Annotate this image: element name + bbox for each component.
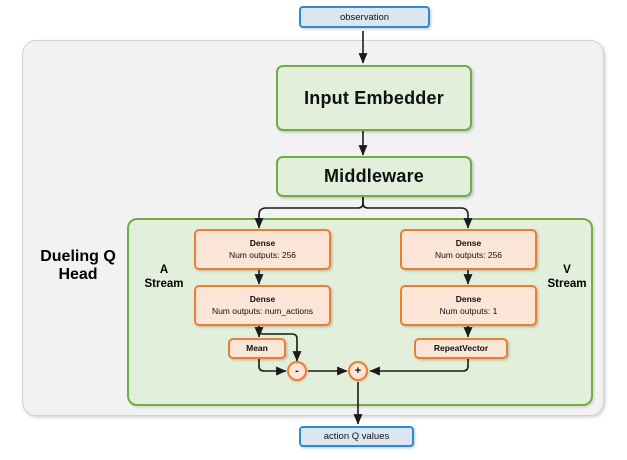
- input-embedder-label: Input Embedder: [304, 87, 444, 108]
- v-stream-label-line2: Stream: [547, 277, 587, 290]
- middleware-label: Middleware: [323, 166, 425, 186]
- a-stream-dense-actions-node[interactable]: Dense Num outputs: num_actions: [194, 285, 331, 326]
- repeat-vector-label: RepeatVector: [433, 342, 489, 353]
- edge-mean-to-minus: [258, 359, 287, 376]
- mean-node[interactable]: Mean: [228, 338, 286, 359]
- dueling-q-head-label: Dueling Q Head: [32, 248, 124, 285]
- action-q-values-label: action Q values: [323, 431, 390, 442]
- a-stream-dense-256-title: Dense: [249, 238, 276, 249]
- a-stream-label: A Stream: [137, 264, 191, 292]
- dueling-q-head-label-line1: Dueling Q: [40, 248, 116, 265]
- a-stream-dense-actions-title: Dense: [249, 294, 276, 305]
- edge-repeatvector-to-plus: [369, 359, 469, 376]
- repeat-vector-node[interactable]: RepeatVector: [414, 338, 508, 359]
- middleware-node[interactable]: Middleware: [276, 156, 472, 197]
- edge-a-dense-actions-to-minus: [258, 325, 302, 362]
- observation-node[interactable]: observation: [299, 6, 430, 28]
- add-operator-glyph: +: [354, 364, 362, 377]
- v-stream-dense-256-title: Dense: [455, 238, 482, 249]
- v-stream-dense-1-title: Dense: [455, 294, 482, 305]
- a-stream-dense-256-subtitle: Num outputs: 256: [228, 249, 297, 260]
- subtract-operator-glyph: -: [295, 364, 299, 377]
- v-stream-dense-1-subtitle: Num outputs: 1: [439, 305, 498, 316]
- subtract-operator-icon: -: [287, 361, 307, 381]
- v-stream-label-line1: V: [563, 264, 571, 276]
- v-stream-dense-1-node[interactable]: Dense Num outputs: 1: [400, 285, 537, 326]
- v-stream-label: V Stream: [540, 264, 594, 292]
- a-stream-dense-actions-subtitle: Num outputs: num_actions: [211, 305, 314, 316]
- a-stream-label-line1: A: [159, 264, 169, 276]
- action-q-values-node[interactable]: action Q values: [299, 426, 414, 447]
- a-stream-label-line2: Stream: [144, 277, 184, 290]
- dueling-q-head-label-line2: Head: [58, 266, 98, 284]
- mean-label: Mean: [246, 342, 268, 353]
- input-embedder-node[interactable]: Input Embedder: [276, 65, 472, 131]
- edge-middleware-to-a-dense-256: [254, 196, 364, 229]
- edge-middleware-to-v-dense-256: [362, 196, 473, 229]
- a-stream-dense-256-node[interactable]: Dense Num outputs: 256: [194, 229, 331, 270]
- observation-label: observation: [339, 11, 390, 23]
- add-operator-icon: +: [348, 361, 368, 381]
- v-stream-dense-256-node[interactable]: Dense Num outputs: 256: [400, 229, 537, 270]
- v-stream-dense-256-subtitle: Num outputs: 256: [434, 249, 503, 260]
